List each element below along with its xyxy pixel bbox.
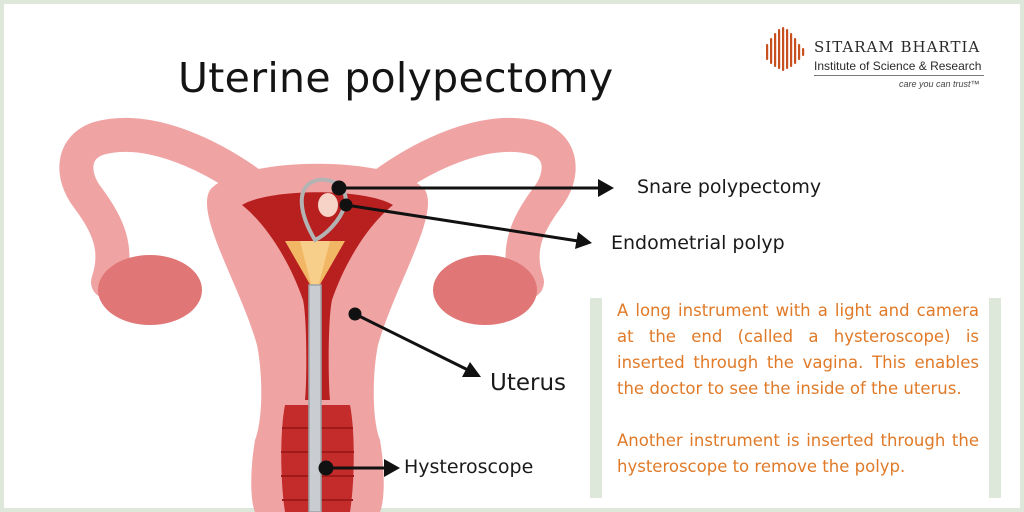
left-ovary <box>98 255 202 325</box>
right-ovary <box>433 255 537 325</box>
logo-divider <box>814 75 984 76</box>
label-hysteroscope: Hysteroscope <box>404 456 534 478</box>
right-fallopian-tube <box>353 117 576 299</box>
hysteroscope-shaft <box>308 284 322 512</box>
description-paragraph-2: Another instrument is inserted through t… <box>617 431 979 476</box>
logo-tagline: care you can trust™ <box>899 79 980 89</box>
endometrial-polyp <box>318 193 338 217</box>
logo-bars-icon <box>766 27 805 71</box>
left-fallopian-tube <box>59 117 282 299</box>
page-title: Uterine polypectomy <box>178 54 614 102</box>
label-endometrial-polyp: Endometrial polyp <box>611 232 785 254</box>
logo-subtitle: Institute of Science & Research <box>814 59 982 73</box>
label-uterus: Uterus <box>490 370 567 396</box>
description-bar-right <box>989 298 1001 498</box>
hospital-logo: SITARAM BHARTIA Institute of Science & R… <box>764 26 994 98</box>
description-paragraph-1: A long instrument with a light and camer… <box>617 301 979 398</box>
logo-name: SITARAM BHARTIA <box>814 38 981 56</box>
description-box: A long instrument with a light and camer… <box>617 298 979 480</box>
label-snare-polypectomy: Snare polypectomy <box>637 176 822 198</box>
description-bar-left <box>590 298 602 498</box>
